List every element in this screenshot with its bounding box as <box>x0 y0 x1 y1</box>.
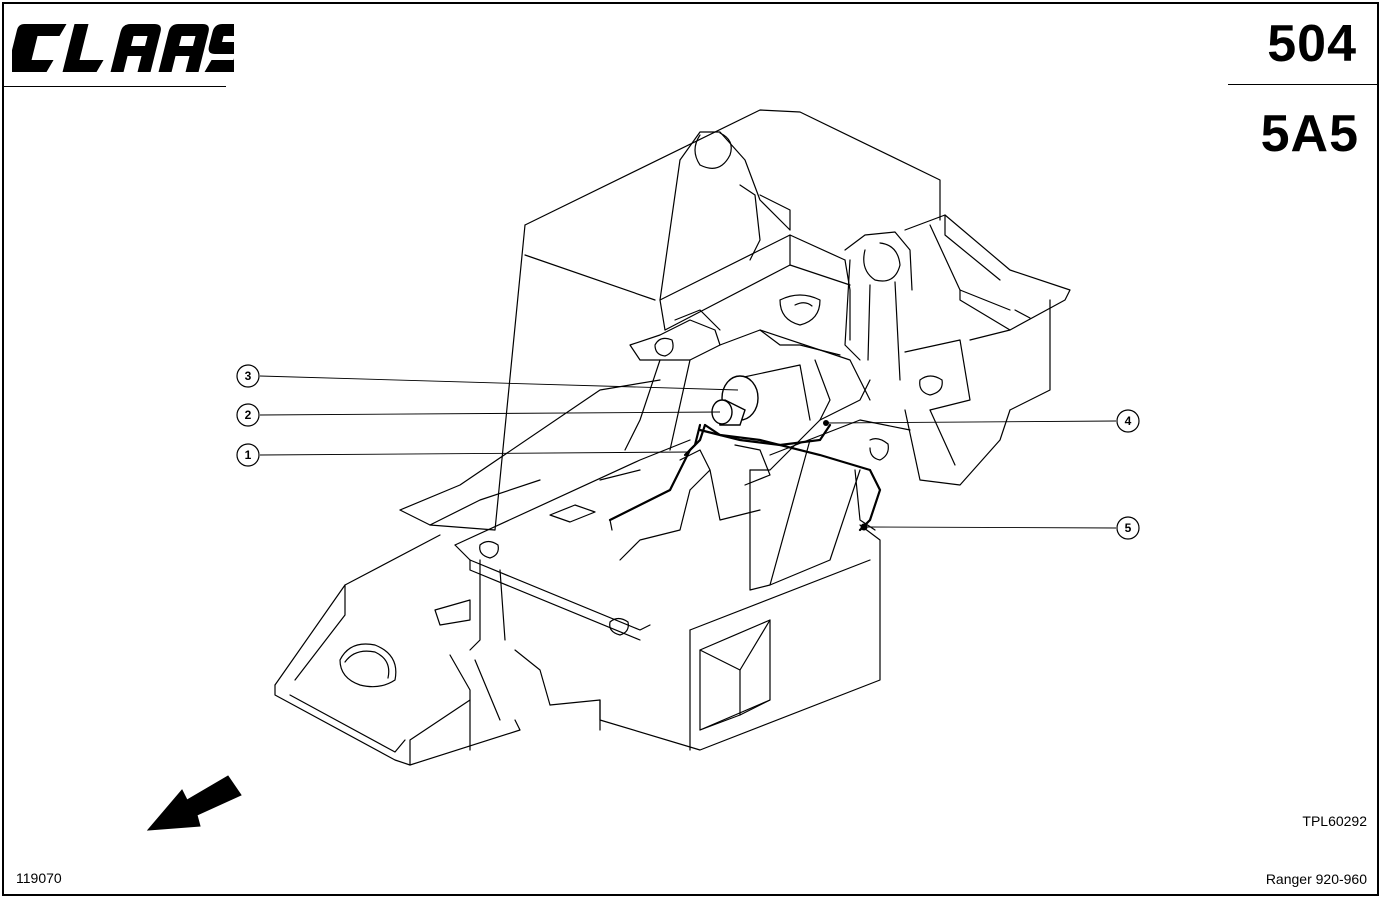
callout-5: 5 <box>1116 516 1140 540</box>
callout-label: 4 <box>1125 414 1132 428</box>
callout-label: 3 <box>245 369 252 383</box>
sub-code: 5A5 <box>1260 105 1359 163</box>
header-rule <box>2 86 226 87</box>
callout-label: 1 <box>245 448 252 462</box>
callout-1: 1 <box>236 443 260 467</box>
drawing-reference: TPL60292 <box>1302 813 1367 829</box>
callout-2: 2 <box>236 403 260 427</box>
callout-label: 5 <box>1125 521 1132 535</box>
code-rule <box>1228 84 1378 85</box>
claas-logo <box>12 24 234 72</box>
callout-label: 2 <box>245 408 252 422</box>
group-code: 504 <box>1267 15 1357 73</box>
callout-3: 3 <box>236 364 260 388</box>
model-range: Ranger 920-960 <box>1265 871 1367 887</box>
callout-4: 4 <box>1116 409 1140 433</box>
document-number: 119070 <box>16 870 62 886</box>
direction-arrow-icon <box>146 775 242 831</box>
